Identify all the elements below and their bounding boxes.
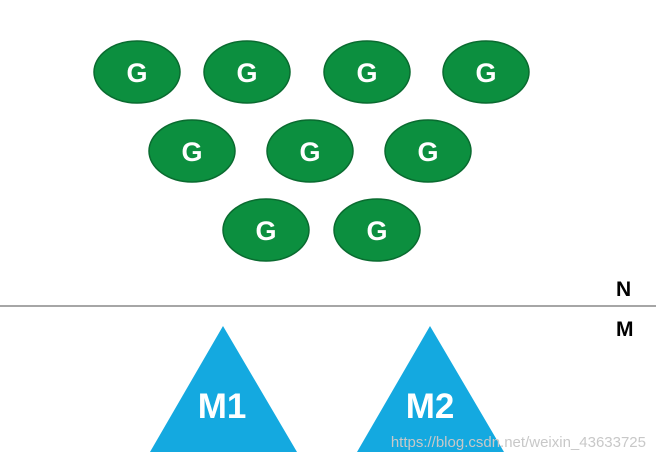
goroutine-node: G <box>93 40 181 104</box>
goroutine-label: G <box>126 58 147 88</box>
goroutine-node: G <box>266 119 354 183</box>
goroutine-label: G <box>299 137 320 167</box>
goroutine-label: G <box>356 58 377 88</box>
machine-label-m2: M2 <box>406 387 455 426</box>
machine-node: M2 <box>357 326 504 452</box>
m-label: M <box>616 318 634 341</box>
goroutine-label: G <box>236 58 257 88</box>
goroutine-node: G <box>203 40 291 104</box>
goroutine-node: G <box>384 119 472 183</box>
goroutine-label: G <box>366 216 387 246</box>
goroutine-label: G <box>417 137 438 167</box>
n-label: N <box>616 278 631 301</box>
goroutine-label: G <box>475 58 496 88</box>
watermark-text: https://blog.csdn.net/weixin_43633725 <box>391 434 646 451</box>
goroutine-label: G <box>181 137 202 167</box>
machine-label-m1: M1 <box>198 387 247 426</box>
goroutine-label: G <box>255 216 276 246</box>
goroutine-node: G <box>442 40 530 104</box>
goroutine-node: G <box>148 119 236 183</box>
goroutine-node: G <box>323 40 411 104</box>
goroutine-node: G <box>333 198 421 262</box>
machine-node: M1 <box>150 326 297 452</box>
goroutine-node: G <box>222 198 310 262</box>
